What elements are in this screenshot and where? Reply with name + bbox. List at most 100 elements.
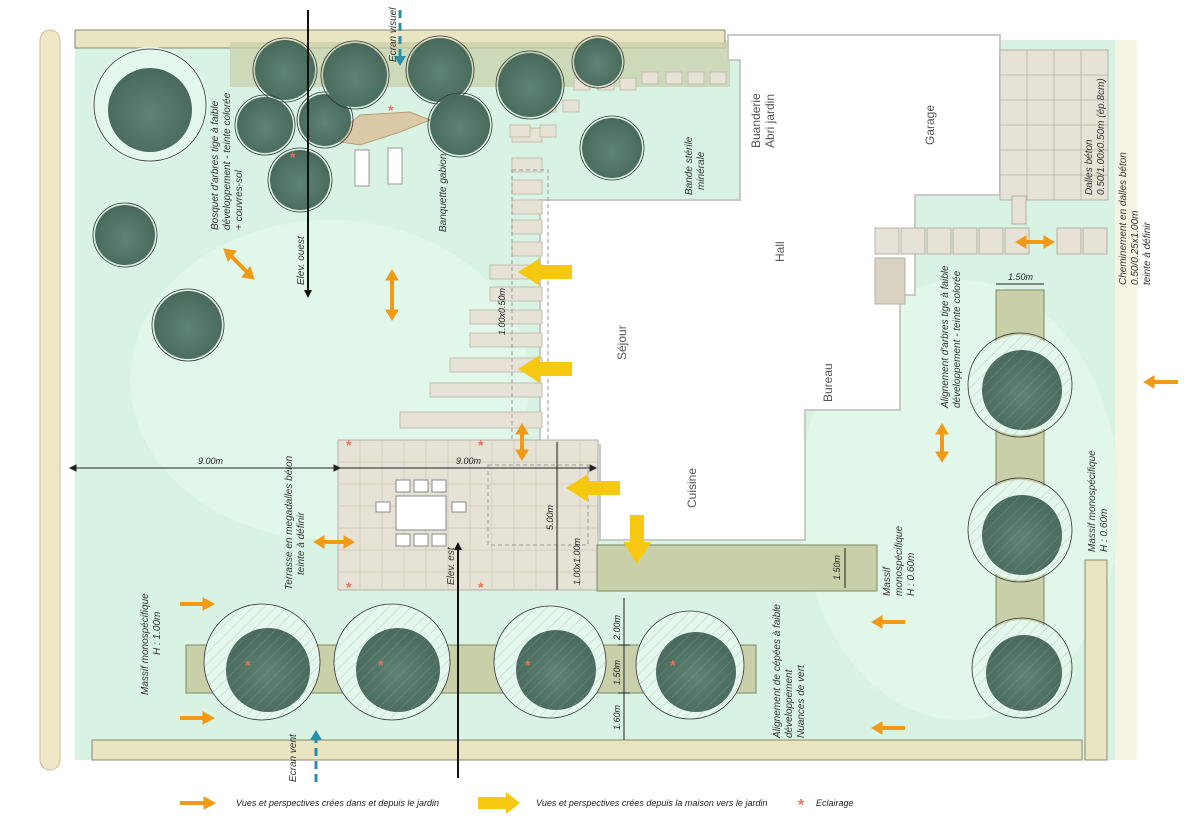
light-star: * bbox=[245, 657, 251, 673]
label-massif-center-3: H : 0.60m bbox=[906, 553, 917, 596]
garage-paving-grid bbox=[1000, 50, 1108, 200]
dim-200: 2.00m bbox=[612, 614, 622, 641]
label-cepees-1: Alignement de cépées à faible bbox=[772, 604, 783, 739]
label-massif-left-2: H : 1.00m bbox=[152, 612, 163, 655]
legend-star-icon: * bbox=[798, 797, 805, 814]
light-star: * bbox=[478, 437, 484, 453]
tree bbox=[92, 202, 158, 268]
label-banquette: Banquette gabion bbox=[438, 153, 449, 232]
dimension-lines bbox=[68, 283, 1044, 740]
bench bbox=[354, 149, 370, 187]
orange-arrow bbox=[180, 711, 216, 725]
orange-double-arrow bbox=[515, 423, 529, 461]
section-arrow-east bbox=[454, 542, 462, 550]
tree bbox=[92, 47, 208, 163]
label-terrasse-1: Terrasse en megadalles béton bbox=[284, 455, 295, 590]
orange-double-arrow bbox=[1015, 235, 1055, 249]
label-ecran-visuel: Ecran visuel bbox=[388, 7, 399, 62]
orange-double-arrow bbox=[313, 535, 355, 549]
label-massif-center-2: monospécifique bbox=[894, 526, 905, 596]
label-alignement-arbres-2: développement - teinte colorée bbox=[952, 270, 963, 408]
terrace-zone-dashed bbox=[487, 464, 589, 546]
yellow-arrow bbox=[566, 474, 620, 502]
tree bbox=[203, 603, 321, 721]
label-bosquet-3: + couvres-sol bbox=[234, 169, 245, 230]
tree bbox=[320, 40, 390, 110]
light-star: * bbox=[290, 149, 296, 165]
boundary-wall-bottom bbox=[91, 739, 1083, 761]
terrace-grid bbox=[338, 440, 598, 590]
room-hall: Hall bbox=[773, 241, 787, 262]
tree bbox=[495, 50, 565, 120]
label-chemin-3: teinte à définir bbox=[1142, 222, 1153, 285]
light-star: * bbox=[346, 437, 352, 453]
dim-150-top: 1.50m bbox=[1008, 272, 1034, 282]
tree bbox=[967, 477, 1073, 583]
dim-150-massif: 1.50m bbox=[832, 554, 842, 580]
house-footprint bbox=[539, 34, 1001, 541]
label-bande-2: minérale bbox=[696, 151, 707, 190]
tree bbox=[635, 610, 745, 720]
dim-500: 5.00m bbox=[545, 504, 555, 530]
boundary-wall-left bbox=[39, 29, 61, 771]
orange-double-arrow bbox=[385, 269, 399, 321]
label-elev-ouest: Elev. ouest bbox=[296, 235, 307, 285]
tree bbox=[971, 617, 1073, 719]
light-star: * bbox=[388, 102, 394, 118]
orange-double-arrow bbox=[223, 248, 255, 280]
room-sejour: Séjour bbox=[615, 325, 629, 360]
legend-orange-arrow-icon bbox=[180, 796, 217, 810]
orange-arrow bbox=[180, 597, 216, 611]
label-bosquet-2: développement - teinte colorée bbox=[222, 92, 233, 230]
label-terrasse-2: teinte à définir bbox=[296, 512, 307, 575]
tree bbox=[296, 91, 354, 149]
tree bbox=[252, 37, 318, 103]
screen-arrow-wind-head bbox=[310, 730, 322, 740]
label-cepees-2: développement bbox=[784, 668, 795, 738]
tree bbox=[333, 603, 451, 721]
gabion-bench bbox=[328, 111, 432, 146]
dim-150-v: 1.50m bbox=[612, 659, 622, 685]
tree bbox=[427, 92, 493, 158]
orange-arrow bbox=[1143, 375, 1178, 389]
tree bbox=[571, 35, 625, 89]
light-star: * bbox=[670, 657, 676, 673]
label-chemin-1: Cheminement en dalles béton bbox=[1118, 152, 1129, 285]
label-massif-center-1: Massif bbox=[882, 566, 893, 596]
orange-double-arrow bbox=[935, 423, 949, 463]
room-cuisine: Cuisine bbox=[685, 468, 699, 508]
dim-100x100: 1.00x1.00m bbox=[572, 537, 582, 585]
dim-900-right: 9.00m bbox=[456, 456, 482, 466]
boundary-wall-right-upper bbox=[1115, 40, 1137, 760]
orange-arrows bbox=[180, 235, 1178, 735]
label-bande-1: Bande stérile bbox=[684, 136, 695, 195]
section-arrow-west bbox=[304, 290, 312, 298]
path-slabs-right bbox=[874, 195, 1108, 305]
room-buanderie: Buanderie bbox=[749, 93, 763, 148]
label-alignement-arbres-1: Alignement d'arbres tige à faible bbox=[940, 265, 951, 409]
yellow-arrow bbox=[623, 515, 651, 564]
tree bbox=[267, 147, 333, 213]
label-massif-right-2: H : 0.60m bbox=[1099, 509, 1110, 552]
label-elev-est: Elev. est bbox=[446, 546, 457, 585]
stepping-slabs bbox=[399, 71, 727, 429]
tree bbox=[234, 94, 296, 156]
label-dalles-1: Dalles béton bbox=[1084, 139, 1095, 195]
dim-100x050: 1.00x0.50m bbox=[497, 287, 507, 335]
legend: Vues et perspectives crées dans et depui… bbox=[180, 792, 854, 814]
label-dalles-2: 0.50/1.00x0.50m (ép.8cm) bbox=[1096, 78, 1107, 195]
dim-160: 1.60m bbox=[612, 704, 622, 730]
tree bbox=[967, 332, 1073, 438]
label-bosquet-1: Bosquet d'arbres tige à faible bbox=[210, 100, 221, 230]
label-massif-left-1: Massif monospécifique bbox=[140, 593, 151, 695]
yellow-arrows bbox=[518, 258, 651, 564]
boundary-wall-right bbox=[1084, 559, 1108, 761]
tree bbox=[493, 605, 607, 719]
legend-orange-label: Vues et perspectives crées dans et depui… bbox=[236, 798, 439, 808]
screen-arrow-visual-head bbox=[394, 56, 406, 66]
patio-table-set bbox=[375, 479, 467, 547]
yellow-arrow bbox=[518, 355, 572, 383]
label-cepees-3: Nuances de vert bbox=[796, 664, 807, 738]
label-ecran-vent: Ecran vent bbox=[288, 733, 299, 782]
